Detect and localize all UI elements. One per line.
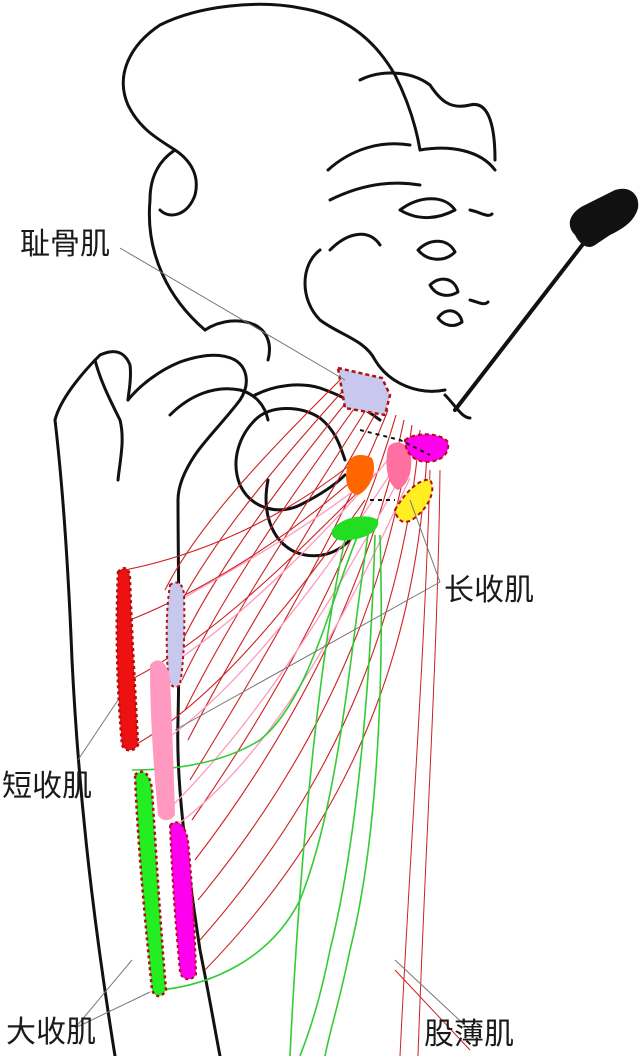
adductor-longus-origin-region xyxy=(386,442,412,490)
label-adductor-brevis: 短收肌 xyxy=(2,769,92,804)
surgical-probe-icon xyxy=(453,188,639,412)
adductor-longus-insertion-region xyxy=(150,660,175,821)
label-pectineus: 耻骨肌 xyxy=(20,227,110,262)
adductor-magnus-origin-region xyxy=(331,516,379,541)
label-adductor-magnus: 大收肌 xyxy=(6,1015,96,1050)
pectineus-insertion-region xyxy=(165,581,186,689)
gracilis-origin-region xyxy=(403,433,450,464)
pelvis-outline xyxy=(121,2,497,558)
green-fiber-lines xyxy=(131,529,383,1056)
obturator-orange-region xyxy=(346,455,375,495)
origin-connector-dashed xyxy=(359,429,431,501)
label-leader-lines xyxy=(74,247,471,1031)
pectineus-origin-region xyxy=(336,366,392,417)
label-gracilis: 股薄肌 xyxy=(424,1017,514,1052)
gracilis-insertion-region xyxy=(168,821,198,981)
yellow-origin-region xyxy=(393,478,434,523)
label-adductor-longus: 长收肌 xyxy=(444,573,534,608)
adductor-magnus-insertion-region xyxy=(133,770,168,998)
adductor-brevis-insertion-region xyxy=(115,567,140,752)
